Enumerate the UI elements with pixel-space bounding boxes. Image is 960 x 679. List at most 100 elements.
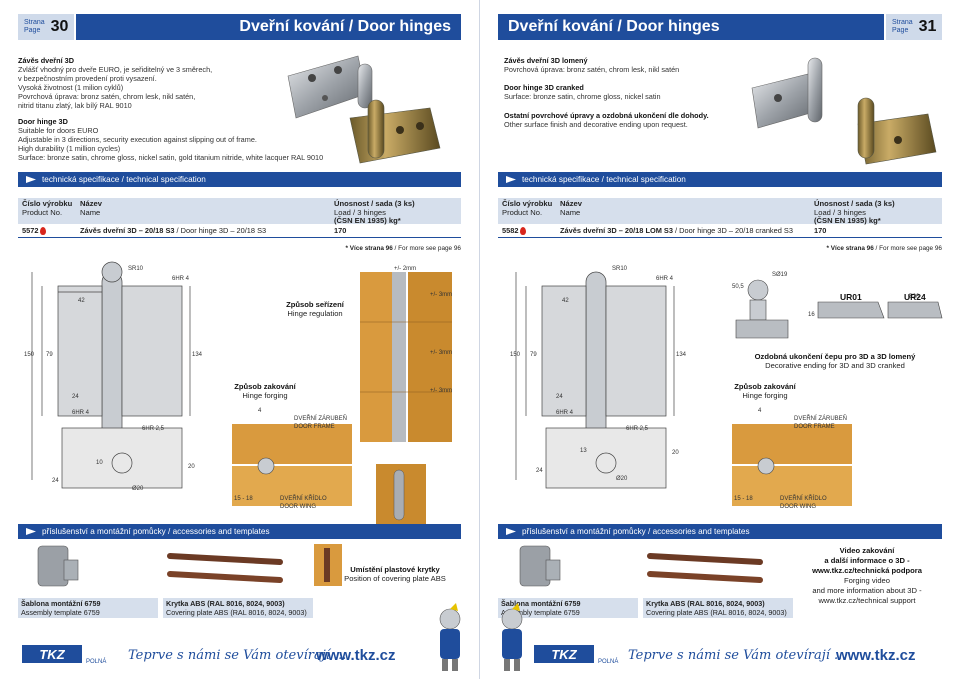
svg-text:134: 134 <box>192 352 203 358</box>
svg-text:6HR 4: 6HR 4 <box>656 276 674 282</box>
svg-text:6HR 2,5: 6HR 2,5 <box>626 426 649 432</box>
slogan: Teprve s námi se Vám otevírají ... <box>628 648 847 663</box>
header-title: Dveřní kování / Door hinges <box>498 14 884 40</box>
svg-text:42: 42 <box>78 298 85 304</box>
more-info-note: * Více strana 96 / For more see page 96 <box>345 245 461 252</box>
svg-text:15 - 18: 15 - 18 <box>734 496 753 502</box>
header-title: Dveřní kování / Door hinges <box>76 14 461 40</box>
covering-plate-label: Krytka ABS (RAL 8016, 8024, 9003)Coverin… <box>643 598 793 618</box>
cranked-hinge-technical-drawing: 42 SR10 6HR 4 150 79 134 24 6HR 4 6HR 2,… <box>510 258 700 518</box>
svg-text:4: 4 <box>758 408 762 414</box>
svg-text:6HR 4: 6HR 4 <box>556 410 574 416</box>
video-link-cz[interactable]: www.tkz.cz/technická podpora <box>812 566 922 575</box>
svg-text:SR10: SR10 <box>128 266 144 272</box>
svg-text:+/- 3mm: +/- 3mm <box>430 350 452 356</box>
accessories-header: příslušenství a montážní pomůcky / acces… <box>18 524 461 539</box>
video-link-en[interactable]: www.tkz.cz/technical support <box>818 596 916 605</box>
cover-plate-photo <box>167 553 283 583</box>
page-number: 31 <box>918 18 937 35</box>
intro-en: Door hinge 3D Suitable for doors EURO Ad… <box>18 117 324 163</box>
hinge-3d-photo <box>287 55 441 164</box>
svg-text:+/- 2mm: +/- 2mm <box>394 266 416 272</box>
spec-header: technická specifikace / technical specif… <box>18 172 461 187</box>
svg-text:DOOR FRAME: DOOR FRAME <box>794 424 835 430</box>
svg-text:20: 20 <box>672 450 679 456</box>
svg-text:10: 10 <box>96 460 103 466</box>
svg-text:DOOR WING: DOOR WING <box>780 504 816 510</box>
svg-text:DVEŘNÍ ZÁRUBEŇ: DVEŘNÍ ZÁRUBEŇ <box>794 414 847 422</box>
video-info: Video zakování a další informace o 3D - … <box>812 546 922 605</box>
accessories-header: příslušenství a montážní pomůcky / acces… <box>498 524 942 539</box>
svg-text:24: 24 <box>72 394 79 400</box>
svg-text:POLNÁ: POLNÁ <box>86 658 106 665</box>
svg-text:DOOR WING: DOOR WING <box>280 504 316 510</box>
svg-text:24: 24 <box>556 394 563 400</box>
slogan: Teprve s námi se Vám otevírají ... <box>128 648 347 663</box>
svg-text:79: 79 <box>530 352 537 358</box>
page-number: 30 <box>50 18 69 35</box>
table-row: 5582 Závěs dveřní 3D – 20/18 LOM S3 / Do… <box>498 224 942 238</box>
tkz-logo: TKZ POLNÁ <box>20 643 108 667</box>
spec-header: technická specifikace / technical specif… <box>498 172 942 187</box>
fire-rating-icon <box>40 227 47 236</box>
svg-text:DVEŘNÍ KŘÍDLO: DVEŘNÍ KŘÍDLO <box>780 494 827 502</box>
forging-drawing: 4 DVEŘNÍ ZÁRUBEŇ DOOR FRAME 15 - 18 DVEŘ… <box>232 408 352 510</box>
svg-text:24: 24 <box>52 478 59 484</box>
forging-drawing: 4 DVEŘNÍ ZÁRUBEŇ DOOR FRAME 15 - 18 DVEŘ… <box>732 408 852 510</box>
mounting-photo <box>376 464 426 526</box>
svg-text:SØ19: SØ19 <box>772 272 788 278</box>
svg-text:42: 42 <box>562 298 569 304</box>
website-link[interactable]: www.tkz.cz <box>836 647 916 664</box>
svg-text:DVEŘNÍ ZÁRUBEŇ: DVEŘNÍ ZÁRUBEŇ <box>294 414 347 422</box>
svg-text:+/- 3mm: +/- 3mm <box>430 388 452 394</box>
svg-text:POLNÁ: POLNÁ <box>598 658 618 665</box>
regulation-photo: +/- 2mm +/- 3mm +/- 3mm +/- 3mm <box>360 266 452 442</box>
svg-text:DOOR FRAME: DOOR FRAME <box>294 424 335 430</box>
cranked-hinge-photo <box>751 57 937 165</box>
svg-text:150: 150 <box>24 352 35 358</box>
svg-text:20: 20 <box>188 464 195 470</box>
svg-text:DVEŘNÍ KŘÍDLO: DVEŘNÍ KŘÍDLO <box>280 494 327 502</box>
intro-cz: Závěs dveřní 3D Zvlášť vhodný pro dveře … <box>18 56 213 111</box>
svg-text:16: 16 <box>808 312 815 318</box>
template-photo <box>37 545 79 587</box>
svg-text:Ø20: Ø20 <box>132 486 144 492</box>
website-link[interactable]: www.tkz.cz <box>316 647 396 664</box>
svg-text:6HR 4: 6HR 4 <box>172 276 190 282</box>
table-row: 5572 Závěs dveřní 3D – 20/18 S3 / Door h… <box>18 224 461 238</box>
svg-text:13: 13 <box>580 448 587 454</box>
svg-text:150: 150 <box>510 352 521 358</box>
cover-plate-photo <box>647 553 763 583</box>
fire-rating-icon <box>520 227 527 236</box>
more-info-note: * Více strana 96 / For more see page 96 <box>826 245 942 252</box>
svg-text:6HR 2,5: 6HR 2,5 <box>142 426 165 432</box>
svg-text:Ø20: Ø20 <box>616 476 628 482</box>
cover-position-photo <box>314 544 342 586</box>
svg-text:TKZ: TKZ <box>39 647 65 662</box>
svg-text:79: 79 <box>46 352 53 358</box>
svg-text:15 - 18: 15 - 18 <box>234 496 253 502</box>
decorative-caption: Ozdobná ukončení čepu pro 3D a 3D lomený… <box>754 352 916 371</box>
svg-text:+/- 3mm: +/- 3mm <box>430 292 452 298</box>
svg-text:134: 134 <box>676 352 687 358</box>
knight-mascot-icon <box>439 603 461 671</box>
intro-right: Závěs dveřní 3D lomený Povrchová úprava:… <box>504 56 709 129</box>
svg-text:50,5: 50,5 <box>732 284 744 290</box>
